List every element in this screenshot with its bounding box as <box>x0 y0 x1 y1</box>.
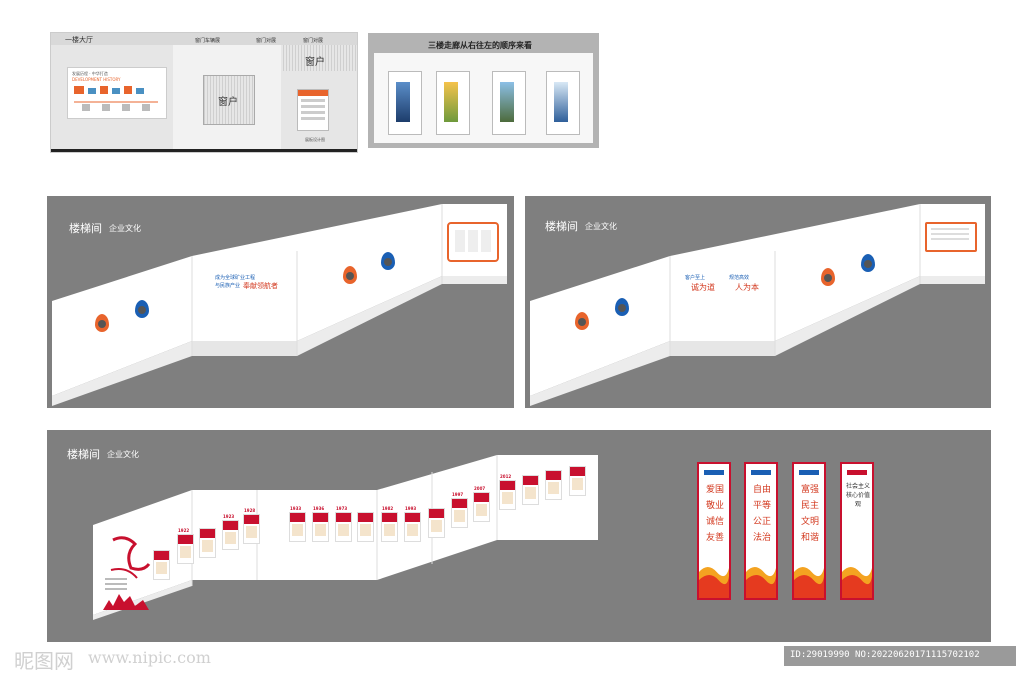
corridor-panel: 三楼走廊从右往左的顺序来看 <box>368 33 599 148</box>
calligraphy-graphic <box>103 536 151 610</box>
stair2-subtitle: 企业文化 <box>585 222 617 231</box>
window-1: 窗户 <box>203 75 255 125</box>
timeline-card <box>199 528 216 558</box>
drop-orange-3 <box>575 312 589 330</box>
window-2: 窗户 <box>283 45 356 71</box>
stair2-left-label: 客户至上 <box>685 275 706 281</box>
timeline-card <box>177 534 194 564</box>
stair-panel-1: 楼梯间 企业文化 成为全球矿业工程 与民族产业 奉献领航者 <box>47 196 514 408</box>
footer-url: www.nipic.com <box>88 648 211 667</box>
drop-orange-1 <box>95 314 109 332</box>
timeline-card <box>522 475 539 505</box>
board-caption: 展板设计图 <box>305 137 325 142</box>
stair-panel-2: 楼梯间 企业文化 客户至上 诚为道 规范高效 人为本 <box>525 196 991 408</box>
timeline-card <box>289 512 306 542</box>
footer-id-text: ID:29019990 NO:20220620171115702102 <box>790 650 980 660</box>
timeline-year: 1923 <box>223 514 235 519</box>
corridor-poster-4 <box>546 71 580 135</box>
drop-orange-2 <box>343 266 357 284</box>
corridor-poster-3 <box>492 71 526 135</box>
banner-4-text: 社会主义核心价值观 <box>845 483 870 508</box>
corridor-poster-1 <box>388 71 422 135</box>
timeline-card <box>451 498 468 528</box>
drop-blue-1 <box>135 300 149 318</box>
timeline-card <box>153 550 170 580</box>
timeline-year: 1993 <box>405 506 417 511</box>
stair1-board <box>447 222 499 262</box>
stair-wall-2 <box>530 204 985 406</box>
stair2-right-slogan: 人为本 <box>735 283 759 292</box>
stair2-left-slogan: 诚为道 <box>691 283 715 292</box>
history-board: 发展历程 · 中华打造 DEVELOPMENT HISTORY <box>67 67 167 119</box>
timeline-card <box>404 512 421 542</box>
lobby-label-c: 窗门对展 <box>303 38 324 44</box>
lobby-label-b: 窗门对展 <box>256 38 277 44</box>
stair1-subtitle: 企业文化 <box>109 224 141 233</box>
history-graphic <box>74 86 158 111</box>
timeline-card <box>312 512 329 542</box>
history-text: 发展历程 · 中华打造 <box>72 71 108 76</box>
timeline-year: 1933 <box>290 506 302 511</box>
timeline-card <box>499 480 516 510</box>
lobby-title: 一楼大厅 <box>65 36 93 44</box>
drop-blue-4 <box>861 254 875 272</box>
corridor-poster-2 <box>436 71 470 135</box>
stair2-right-label: 规范高效 <box>729 275 750 281</box>
banner-1: 爱国敬业诚信友善 <box>697 462 731 600</box>
timeline-card <box>473 492 490 522</box>
drop-orange-4 <box>821 268 835 286</box>
banner-1-text: 爱国敬业诚信友善 <box>705 485 724 543</box>
stair2-title: 楼梯间 <box>545 220 578 233</box>
timeline-card <box>428 508 445 538</box>
stair3-title: 楼梯间 <box>67 448 100 461</box>
stair3-subtitle: 企业文化 <box>107 450 139 459</box>
lobby-label-a: 窗门车辆展 <box>195 38 221 44</box>
stair2-board <box>925 222 977 252</box>
drop-blue-2 <box>381 252 395 270</box>
stair1-title: 楼梯间 <box>69 222 102 235</box>
timeline-card <box>545 470 562 500</box>
timeline-card <box>381 512 398 542</box>
banner-3: 富强民主文明和谐 <box>792 462 826 600</box>
corridor-title: 三楼走廊从右往左的顺序来看 <box>428 41 532 50</box>
stair1-line1: 成为全球矿业工程 <box>215 275 256 281</box>
timeline-card <box>222 520 239 550</box>
history-en: DEVELOPMENT HISTORY <box>72 77 121 82</box>
footer-id-bar: ID:29019990 NO:20220620171115702102 <box>784 646 1016 666</box>
timeline-year: 1973 <box>336 506 348 511</box>
timeline-card <box>569 466 586 496</box>
stair1-slogan: 奉献领航者 <box>243 282 278 290</box>
timeline-year: 1928 <box>244 508 256 513</box>
timeline-year: 1997 <box>452 492 464 497</box>
banner-4: 社会主义核心价值观 <box>840 462 874 600</box>
timeline-card <box>357 512 374 542</box>
banner-2-text: 自由平等公正法治 <box>752 485 771 543</box>
timeline-year: 2007 <box>474 486 486 491</box>
timeline-year: 1982 <box>382 506 394 511</box>
stair1-line2: 与民族产业 <box>215 283 241 289</box>
stair-panel-3: 楼梯间 企业文化 1922 1923 1928 1933 1936 1973 1982 199… <box>47 430 991 642</box>
lobby-panel: 一楼大厅 窗门车辆展 窗门对展 窗门对展 发展历程 · 中华打造 DEVELOP… <box>50 32 358 153</box>
timeline-year: 1936 <box>313 506 325 511</box>
timeline-year: 2012 <box>500 474 512 479</box>
timeline-year: 1922 <box>178 528 190 533</box>
banner-3-text: 富强民主文明和谐 <box>800 485 819 543</box>
drop-blue-3 <box>615 298 629 316</box>
banner-2: 自由平等公正法治 <box>744 462 778 600</box>
timeline-card <box>335 512 352 542</box>
stair-wall-1 <box>52 204 507 406</box>
footer-logo: 昵图网 <box>14 649 74 673</box>
display-board <box>297 89 329 131</box>
timeline-card <box>243 514 260 544</box>
